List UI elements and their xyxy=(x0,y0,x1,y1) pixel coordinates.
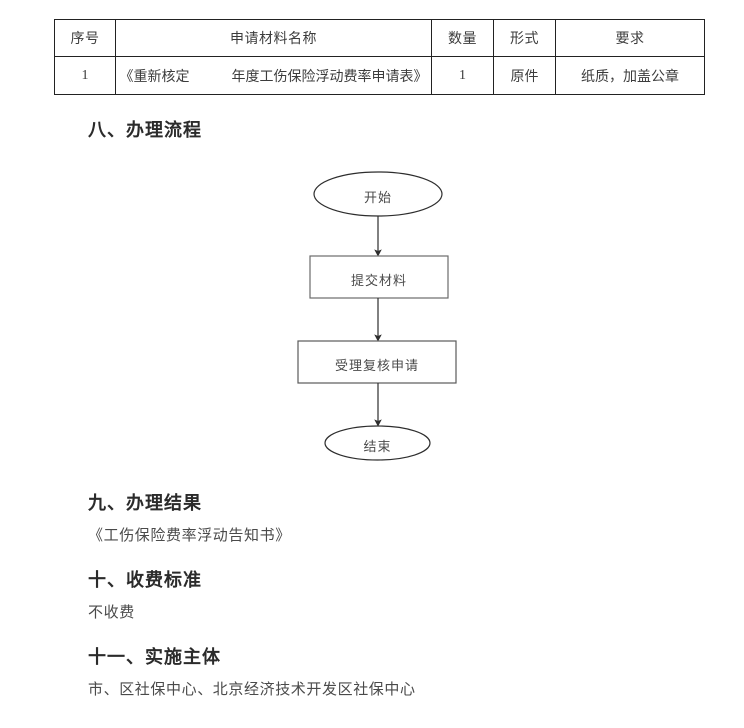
table-header: 序号 申请材料名称 数量 形式 要求 xyxy=(54,19,705,57)
flow-node-accept xyxy=(297,340,457,384)
column-header-material: 申请材料名称 xyxy=(115,19,432,57)
flow-label-end: 结束 xyxy=(363,439,392,454)
section-heading-result: 九、办理结果 xyxy=(88,493,202,513)
section-text-fee: 不收费 xyxy=(88,605,135,621)
cell-requirement: 纸质，加盖公章 xyxy=(555,56,705,95)
cell-form: 原件 xyxy=(493,56,556,95)
column-header-form: 形式 xyxy=(493,19,556,57)
table-header-row: 序号 申请材料名称 数量 形式 要求 xyxy=(54,19,705,57)
section-text-result: 《工伤保险费率浮动告知书》 xyxy=(88,528,291,544)
flow-node-start xyxy=(313,171,443,217)
section-heading-fee: 十、收费标准 xyxy=(88,570,202,590)
flow-label-submit: 提交材料 xyxy=(350,273,407,288)
application-materials-table: 序号 申请材料名称 数量 形式 要求 1 《重新核定 年度工伤保险浮动费率申请表… xyxy=(54,19,705,95)
flow-node-submit xyxy=(309,255,449,299)
material-name-text: 《重新核定 年度工伤保险浮动费率申请表》 xyxy=(119,69,428,85)
cell-quantity: 1 xyxy=(431,56,494,95)
column-header-quantity: 数量 xyxy=(431,19,494,57)
table-body: 1 《重新核定 年度工伤保险浮动费率申请表》 1 原件 纸质，加盖公章 xyxy=(54,56,705,95)
flow-label-start: 开始 xyxy=(363,190,392,205)
cell-index: 1 xyxy=(54,56,116,95)
flow-label-accept: 受理复核申请 xyxy=(334,358,419,373)
flow-node-end xyxy=(324,425,431,461)
section-heading-process: 八、办理流程 xyxy=(88,120,202,140)
column-header-requirement: 要求 xyxy=(555,19,705,57)
table-row: 1 《重新核定 年度工伤保险浮动费率申请表》 1 原件 纸质，加盖公章 xyxy=(54,56,705,95)
section-heading-subject: 十一、实施主体 xyxy=(88,647,221,667)
column-header-index: 序号 xyxy=(54,19,116,57)
section-text-subject: 市、区社保中心、北京经济技术开发区社保中心 xyxy=(88,682,416,698)
cell-material-name: 《重新核定 年度工伤保险浮动费率申请表》 xyxy=(115,56,432,95)
